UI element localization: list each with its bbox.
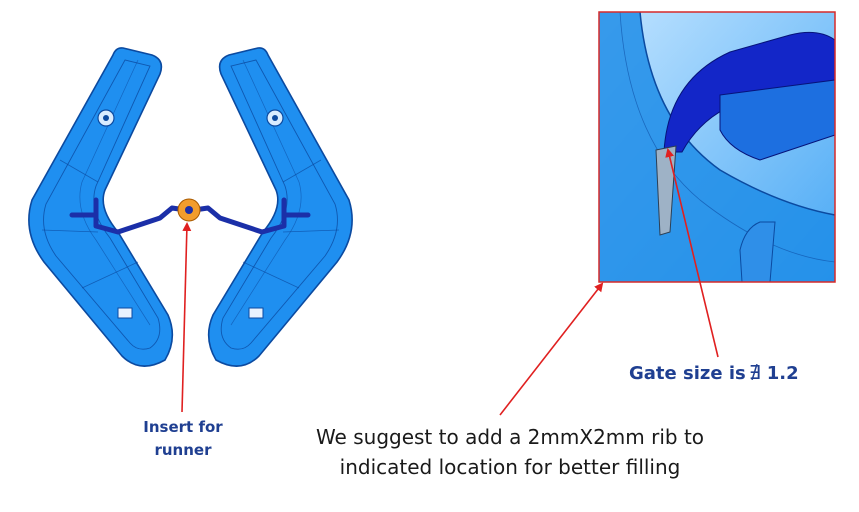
inset-border [598,11,836,283]
insert-label-line1: Insert for [143,418,223,436]
gate-size-label: Gate size is∄1.2 [629,362,799,384]
detail-inset [598,11,836,283]
diameter-symbol: ∄ [748,362,761,384]
right-part [207,47,353,367]
suggestion-line2: indicated location for better filling [339,455,681,479]
insert-arrow [181,222,192,413]
left-part [28,47,174,367]
right-clip-icon [248,307,264,319]
gate-size-text: Gate size is [629,363,746,384]
rib-shape [655,145,677,236]
gate-size-value: 1.2 [766,363,799,384]
insert-for-runner-label: Insert for runner [128,416,238,462]
sprue-boss [719,79,836,161]
gate-arrow [665,148,719,358]
runner-insert-icon [177,198,201,222]
left-clip-icon [117,307,133,319]
rib-arrow [499,282,604,416]
suggestion-note: We suggest to add a 2mmX2mm rib to indic… [290,422,730,482]
suggestion-line1: We suggest to add a 2mmX2mm rib to [315,425,705,449]
runner [69,197,311,235]
callout-arrows [181,148,719,416]
insert-label-line2: runner [154,441,212,459]
